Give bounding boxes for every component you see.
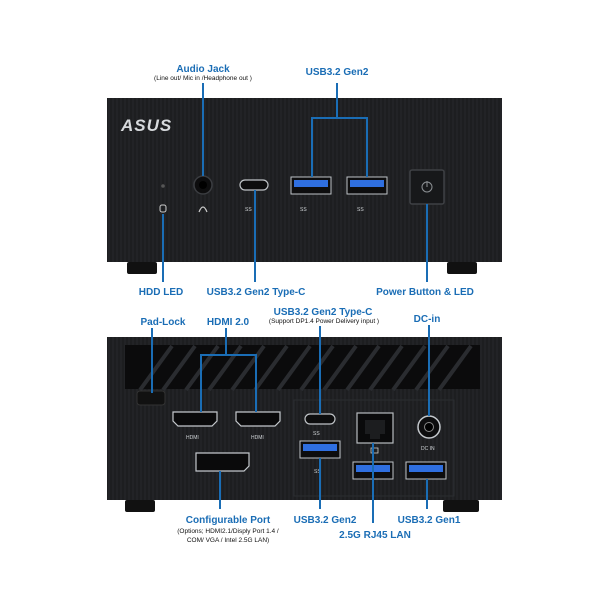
dc-in-mark: DC IN — [421, 446, 435, 452]
headset-icon — [198, 206, 208, 213]
rear-gen2-ss-mark: SS — [314, 469, 321, 475]
front-usb-a-port-2 — [346, 176, 388, 195]
front-panel: ASUS SS SS SS — [107, 98, 502, 274]
usb-top-callout-bracket — [311, 117, 368, 177]
dc-in-label: DC-in — [414, 314, 441, 325]
lan-label: 2.5G RJ45 LAN — [339, 530, 411, 541]
configurable-port — [195, 452, 250, 472]
usb-gen1-label: USB3.2 Gen1 — [398, 515, 461, 526]
front-typec-ss-mark: SS — [245, 207, 252, 213]
network-icon — [370, 447, 379, 454]
front-usb-typec-port — [239, 179, 269, 191]
power-button — [409, 169, 445, 205]
configurable-note-2: COM/ VGA / Intel 2.5G LAN) — [187, 537, 269, 544]
hdd-led-label: HDD LED — [139, 287, 183, 298]
hdmi-port-1 — [172, 411, 218, 427]
rear-panel: HDMI HDMI SS SS — [107, 337, 502, 512]
rear-foot-left — [125, 500, 155, 512]
rear-usb-gen2-port — [299, 440, 341, 459]
rear-callout-lines — [151, 325, 430, 523]
hdd-led-indicator — [161, 184, 165, 188]
pad-lock-loop — [136, 390, 166, 406]
front-usb2-ss-mark: SS — [357, 207, 364, 213]
hdd-led-icon — [159, 204, 167, 213]
hdmi-1-mark: HDMI — [186, 435, 199, 441]
pad-lock-label: Pad-Lock — [140, 317, 185, 328]
rj45-lan-port — [356, 412, 394, 444]
front-foot-right — [447, 262, 477, 274]
front-usb1-ss-mark: SS — [300, 207, 307, 213]
front-callout-lines — [162, 83, 428, 282]
rear-typec-ss-mark: SS — [313, 431, 320, 437]
asus-logo: ASUS — [120, 116, 172, 135]
configurable-note-1: (Options; HDMI2.1/Disply Port 1.4 / — [177, 528, 279, 535]
typec-rear-note: (Support DP1.4 Power Delivery input ) — [269, 318, 379, 325]
hdmi-label: HDMI 2.0 — [207, 317, 250, 328]
hdmi-port-2 — [235, 411, 281, 427]
rear-foot-right — [443, 500, 479, 512]
audio-jack-note: (Line out/ Mic in /Headphone out ) — [154, 75, 252, 82]
audio-jack-label: Audio Jack — [176, 64, 230, 75]
audio-jack-port — [193, 175, 213, 195]
hdmi-2-mark: HDMI — [251, 435, 264, 441]
power-button-label: Power Button & LED — [376, 287, 474, 298]
usb-gen2-top-label: USB3.2 Gen2 — [306, 67, 369, 78]
typec-rear-label: USB3.2 Gen2 Type-C — [274, 307, 373, 318]
front-usb-a-port-1 — [290, 176, 332, 195]
hdmi-callout-bracket — [200, 354, 257, 412]
typec-front-label: USB3.2 Gen2 Type-C — [207, 287, 306, 298]
configurable-port-label: Configurable Port — [186, 515, 271, 526]
dc-in-port — [417, 415, 441, 439]
usb-gen1-port-2 — [405, 461, 447, 480]
rear-usb-typec-port — [304, 413, 336, 425]
usb-gen2-rear-label: USB3.2 Gen2 — [294, 515, 357, 526]
vent-slats — [138, 344, 473, 392]
front-foot-left — [127, 262, 157, 274]
